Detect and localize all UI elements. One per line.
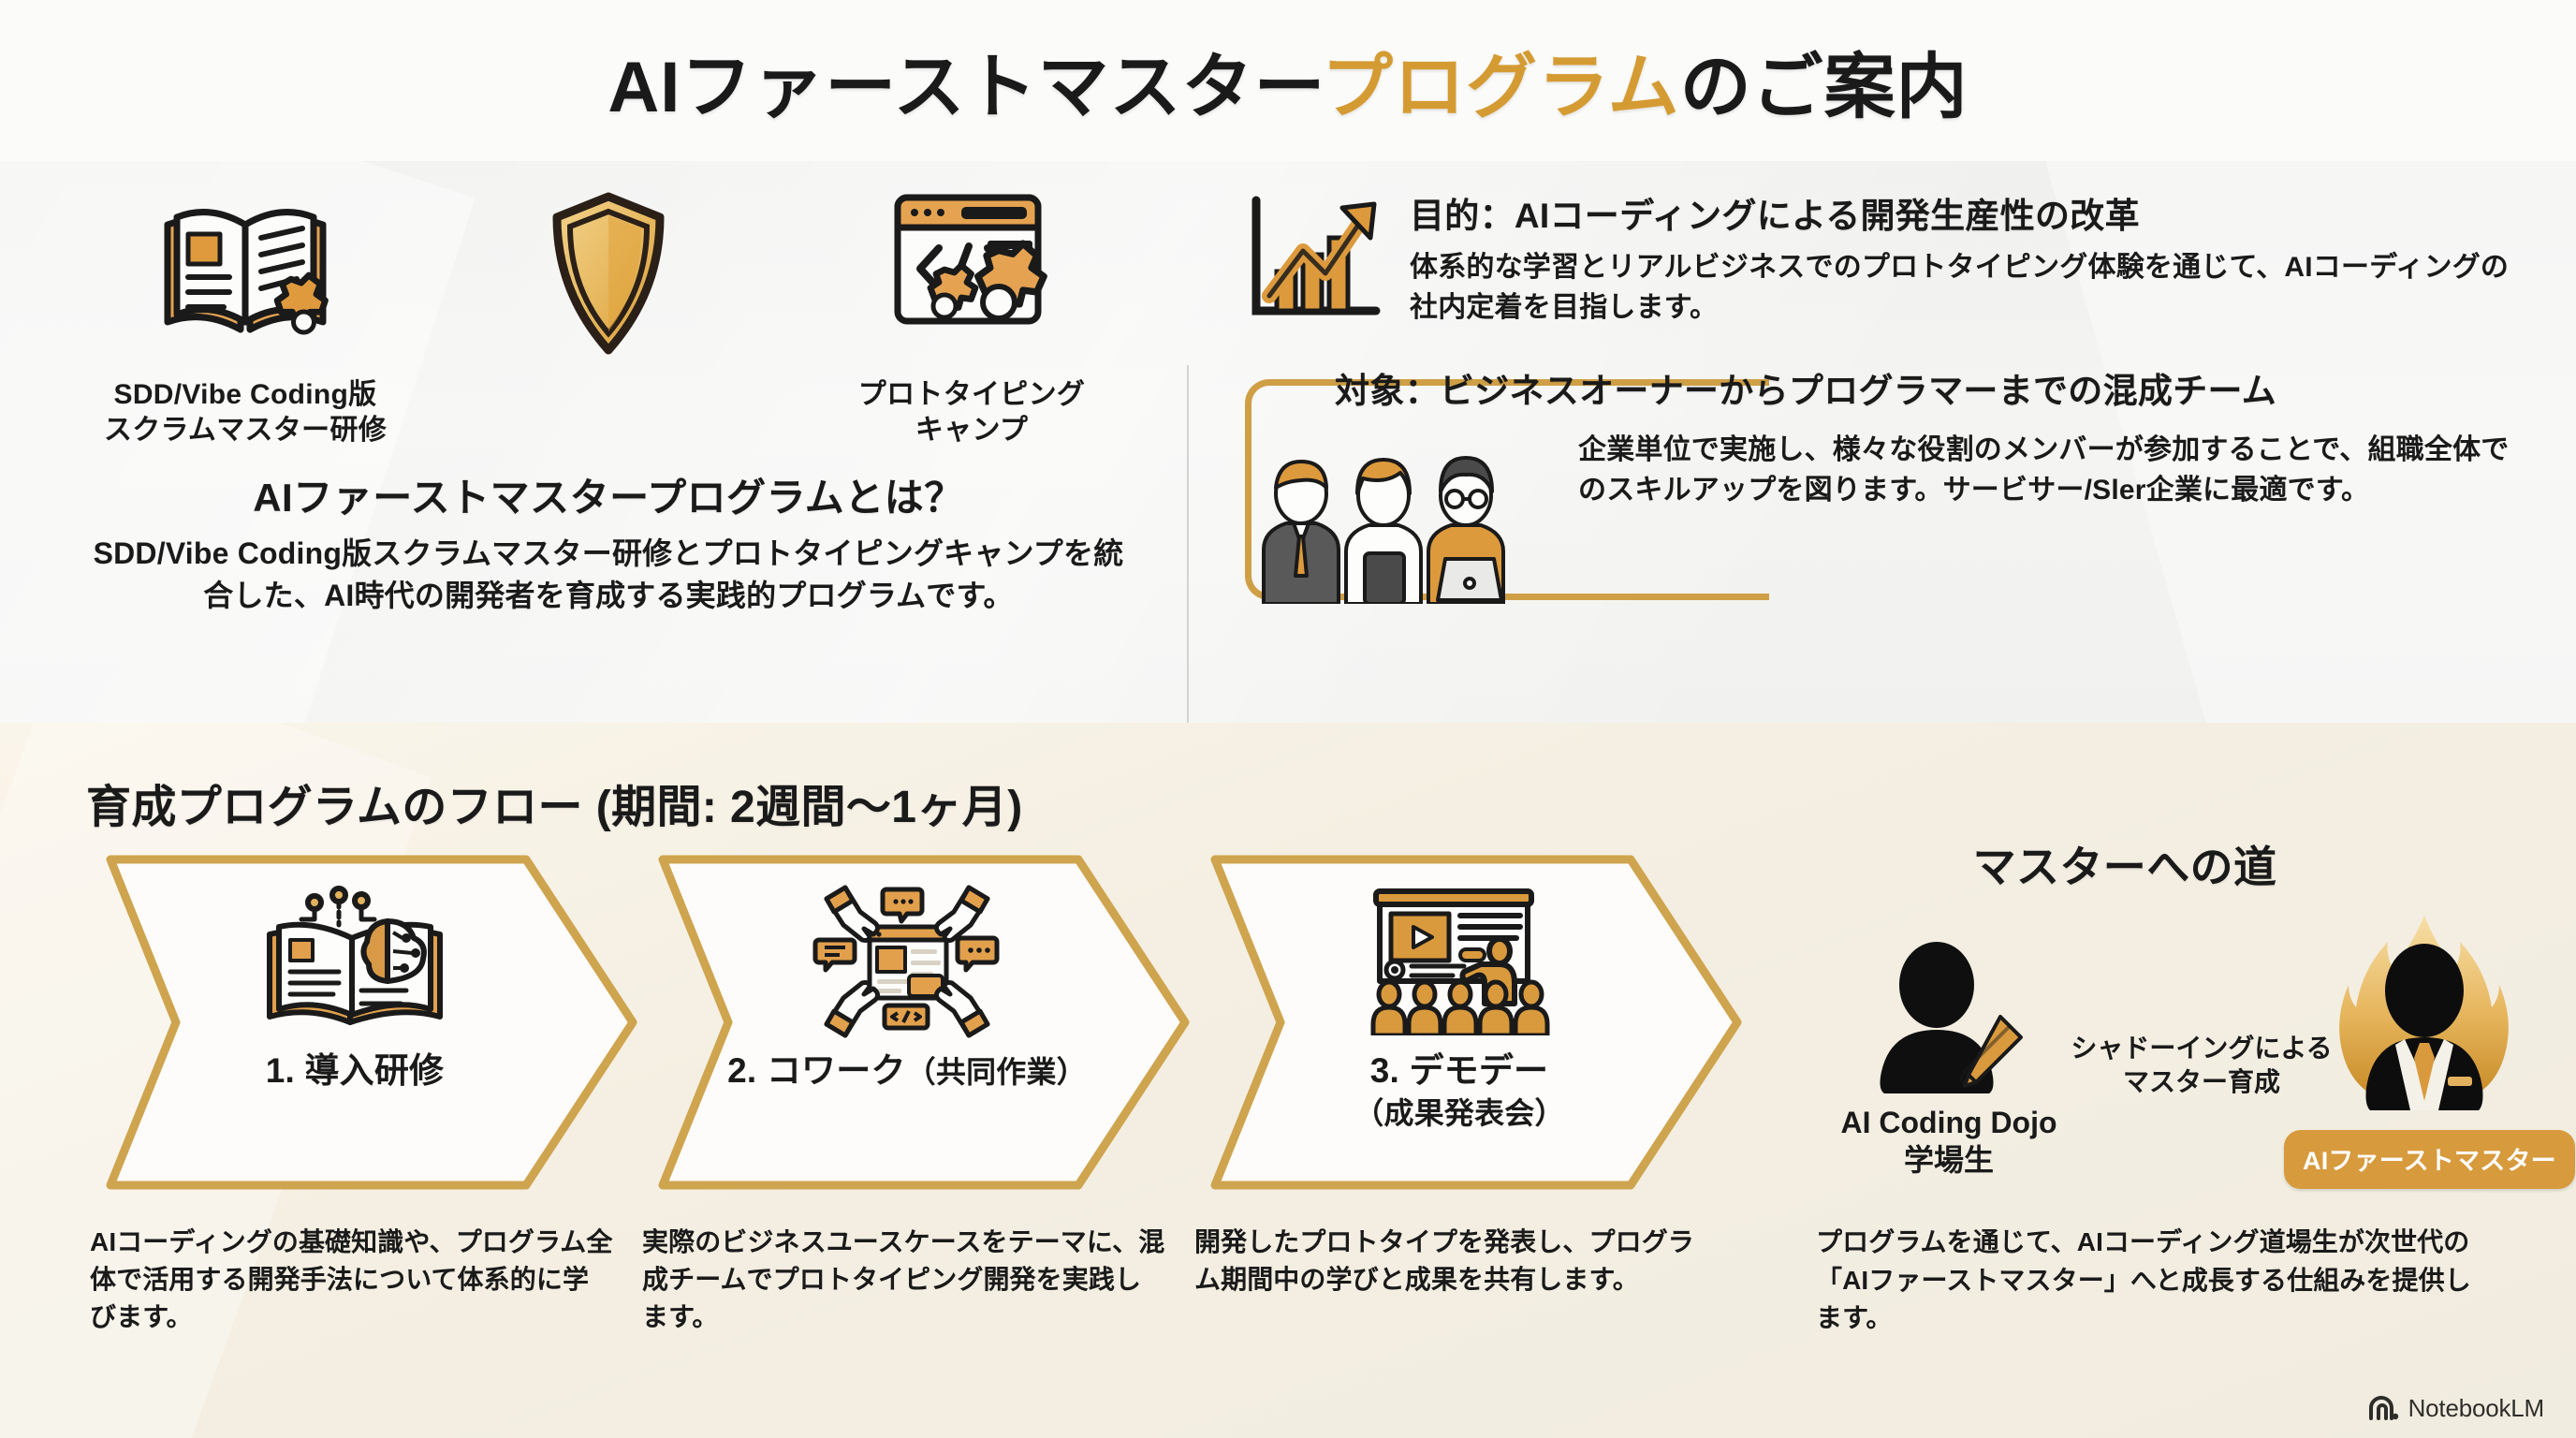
flow-step-1-desc: AIコーディングの基礎知識や、プログラム全体で活用する開発手法について体系的に学… <box>90 1227 613 1331</box>
purpose-title: 目的：AIコーディングによる開発生産性の改革 <box>1410 197 2140 235</box>
notebooklm-logo: NotebookLM <box>2367 1394 2544 1423</box>
intro-panel: SDD/Vibe Coding版 スクラムマスター研修 <box>0 161 2576 723</box>
target-body: 企業単位で実施し、様々な役割のメンバーが参加することで、組職全体でのスキルアップ… <box>1578 434 2510 506</box>
ai-first-master-block: AIファーストマスター <box>2284 912 2575 1189</box>
master-badge: AIファーストマスター <box>2284 1130 2575 1189</box>
title-bar: AIファーストマスタープログラムのご案内 <box>0 0 2576 161</box>
purpose-block: 目的：AIコーディングによる開発生産性の改革 体系的な学習とリアルビジネスでのプ… <box>1245 161 2518 329</box>
flow-step-1-label: 1. 導入研修 <box>265 1051 445 1090</box>
page-title-accent: プログラム <box>1321 48 1680 127</box>
flame-master-icon <box>2284 912 2565 1151</box>
purpose-text: 目的：AIコーディングによる開発生産性の改革 体系的な学習とリアルビジネスでのプ… <box>1410 187 2518 329</box>
book-brain-icon <box>256 882 453 1039</box>
purpose-target-section: 目的：AIコーディングによる開発生産性の改革 体系的な学習とリアルビジネスでのプ… <box>1245 161 2518 723</box>
flow-step-3[interactable]: 3. デモデー（成果発表会） <box>1191 854 1743 1191</box>
target-block: 対象：ビジネスオーナーからプログラマーまでの混成チーム <box>1245 362 2518 609</box>
overview-body: SDD/Vibe Coding版スクラムマスター研修とプロトタイピングキャンプを… <box>93 536 1124 613</box>
chevron-shape-1 <box>106 855 637 1190</box>
flow-step-2-desc: 実際のビジネスユースケースをテーマに、混成チームでプロトタイピング開発を実践しま… <box>642 1227 1165 1331</box>
flow-step-2[interactable]: 2. コワーク（共同作業） <box>638 854 1191 1191</box>
mixed-team-icon <box>1245 426 1554 609</box>
notebooklm-icon <box>2368 1395 2398 1420</box>
flow-step-1[interactable]: 1. 導入研修 <box>86 854 638 1191</box>
target-title: 対象：ビジネスオーナーからプログラマーまでの混成チーム <box>1335 372 2276 410</box>
master-road-desc: プログラムを通じて、AIコーディング道場生が次世代の「AIファーストマスター」へ… <box>1816 1227 2471 1333</box>
icon-block-scrum: SDD/Vibe Coding版 スクラムマスター研修 <box>91 182 400 449</box>
master-road-heading: マスターへの道 <box>1972 843 2277 891</box>
icon-block-shield <box>454 182 763 377</box>
page-title: AIファーストマスタープログラムのご案内 <box>607 29 1968 132</box>
collaboration-hands-icon <box>812 882 1003 1039</box>
dojo-student-block: AI Coding Dojo 学場生 <box>1827 936 2071 1179</box>
purpose-body: 体系的な学習とリアルビジネスでのプロトタイピング体験を通じて、AIコーディングの… <box>1410 252 2510 324</box>
shield-icon <box>548 182 669 364</box>
shadowing-label: シャドーイングによる マスター育成 <box>2071 1034 2333 1097</box>
presentation-icon <box>1359 882 1560 1039</box>
flow-step-3-desc: 開発したプロトタイプを発表し、プログラム期間中の学びと成果を共有します。 <box>1194 1227 1694 1294</box>
dojo-label: AI Coding Dojo 学場生 <box>1840 1106 2057 1177</box>
target-frame <box>1245 379 1769 600</box>
notebooklm-text: NotebookLM <box>2408 1394 2545 1422</box>
flow-step-2-label: 2. コワーク（共同作業） <box>727 1051 1087 1090</box>
target-row: 企業単位で実施し、様々な役割のメンバーが参加することで、組職全体でのスキルアップ… <box>1245 426 2518 609</box>
student-pencil-icon <box>1827 936 2071 1100</box>
flow-panel: 育成プログラムのフロー (期間: 2週間〜1ヶ月) マスターへの道 <box>0 723 2576 1438</box>
page-title-suffix: のご案内 <box>1679 48 1969 127</box>
icon-caption-scrum: SDD/Vibe Coding版 スクラムマスター研修 <box>103 379 388 447</box>
program-icon-row: SDD/Vibe Coding版 スクラムマスター研修 <box>56 161 1161 449</box>
program-overview-section: SDD/Vibe Coding版 スクラムマスター研修 <box>56 161 1161 723</box>
growth-chart-icon <box>1245 187 1385 329</box>
master-road-section: AI Coding Dojo 学場生 シャドーイングによる マスター育成 <box>1816 873 2575 1266</box>
book-gear-icon <box>156 182 334 364</box>
page-title-prefix: AIファーストマスター <box>607 48 1322 127</box>
flow-heading: 育成プログラムのフロー (期間: 2週間〜1ヶ月) <box>86 783 1023 832</box>
code-gears-icon <box>890 182 1054 364</box>
icon-block-prototyping: プロトタイピング キャンプ <box>817 182 1126 449</box>
flow-step-3-label: 3. デモデー（成果発表会） <box>1354 1051 1565 1130</box>
panel-divider <box>1187 365 1189 723</box>
overview-heading: AIファーストマスタープログラムとは？ <box>253 475 964 520</box>
icon-caption-prototyping: プロトタイピング キャンプ <box>857 379 1086 447</box>
